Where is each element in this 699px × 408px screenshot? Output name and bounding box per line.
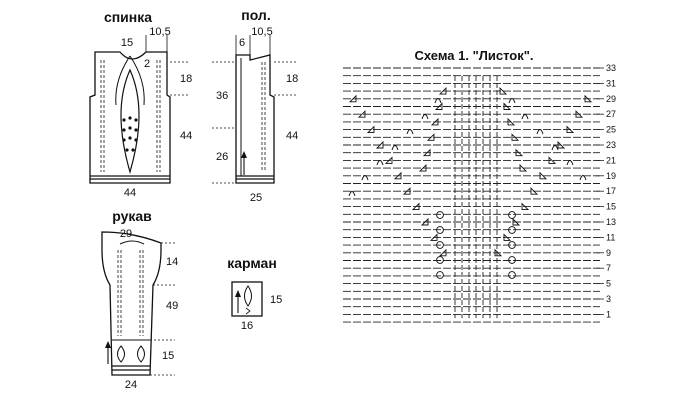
back-title: спинка bbox=[104, 9, 152, 25]
pocket-height: 15 bbox=[270, 294, 282, 306]
row-label-7: 7 bbox=[606, 263, 611, 273]
front-shoulder: 10,5 bbox=[251, 26, 272, 38]
row-label-29: 29 bbox=[606, 94, 616, 104]
front-side: 44 bbox=[286, 130, 298, 142]
front-bottom: 25 bbox=[250, 192, 262, 204]
front-armhole: 18 bbox=[286, 73, 298, 85]
row-label-27: 27 bbox=[606, 109, 616, 119]
pocket-piece: карман 15 16 bbox=[227, 255, 282, 332]
back-armhole: 18 bbox=[180, 73, 192, 85]
front-band: 6 bbox=[239, 37, 245, 49]
chart-grid bbox=[343, 67, 604, 323]
pocket-title: карман bbox=[227, 255, 277, 271]
row-label-13: 13 bbox=[606, 217, 616, 227]
back-neck-drop: 2 bbox=[144, 58, 150, 70]
row-label-17: 17 bbox=[606, 186, 616, 196]
back-bottom: 44 bbox=[124, 187, 136, 199]
pocket-width: 16 bbox=[241, 320, 253, 332]
back-side: 44 bbox=[180, 130, 192, 142]
row-label-23: 23 bbox=[606, 140, 616, 150]
sleeve-cap: 14 bbox=[166, 256, 178, 268]
row-label-19: 19 bbox=[606, 171, 616, 181]
sleeve-cuff: 15 bbox=[162, 350, 174, 362]
front-lower: 26 bbox=[216, 151, 228, 163]
row-label-9: 9 bbox=[606, 248, 611, 258]
sleeve-top: 29 bbox=[120, 228, 132, 240]
row-label-25: 25 bbox=[606, 125, 616, 135]
sleeve-title: рукав bbox=[112, 208, 152, 224]
chart-title: Схема 1. "Листок". bbox=[414, 48, 533, 63]
row-label-1: 1 bbox=[606, 309, 611, 319]
sleeve-piece: рукав 29 14 49 15 24 bbox=[101, 208, 178, 391]
row-label-5: 5 bbox=[606, 279, 611, 289]
front-title: пол. bbox=[241, 7, 270, 23]
row-label-21: 21 bbox=[606, 155, 616, 165]
front-upper: 36 bbox=[216, 90, 228, 102]
row-label-31: 31 bbox=[606, 78, 616, 88]
row-label-3: 3 bbox=[606, 294, 611, 304]
front-piece: пол. 6 10,5 18 36 44 26 25 bbox=[212, 7, 298, 204]
back-top-width: 15 bbox=[121, 37, 133, 49]
leaf-stitch-chart: Схема 1. "Листок". 333129272523211917151… bbox=[343, 48, 616, 323]
sleeve-bottom: 24 bbox=[125, 379, 137, 391]
row-label-11: 11 bbox=[606, 232, 615, 242]
row-label-15: 15 bbox=[606, 202, 616, 212]
back-piece: спинка 15 10,5 2 18 44 44 bbox=[89, 9, 192, 199]
back-shoulder: 10,5 bbox=[149, 26, 170, 38]
sleeve-length: 49 bbox=[166, 300, 178, 312]
row-label-33: 33 bbox=[606, 63, 616, 73]
